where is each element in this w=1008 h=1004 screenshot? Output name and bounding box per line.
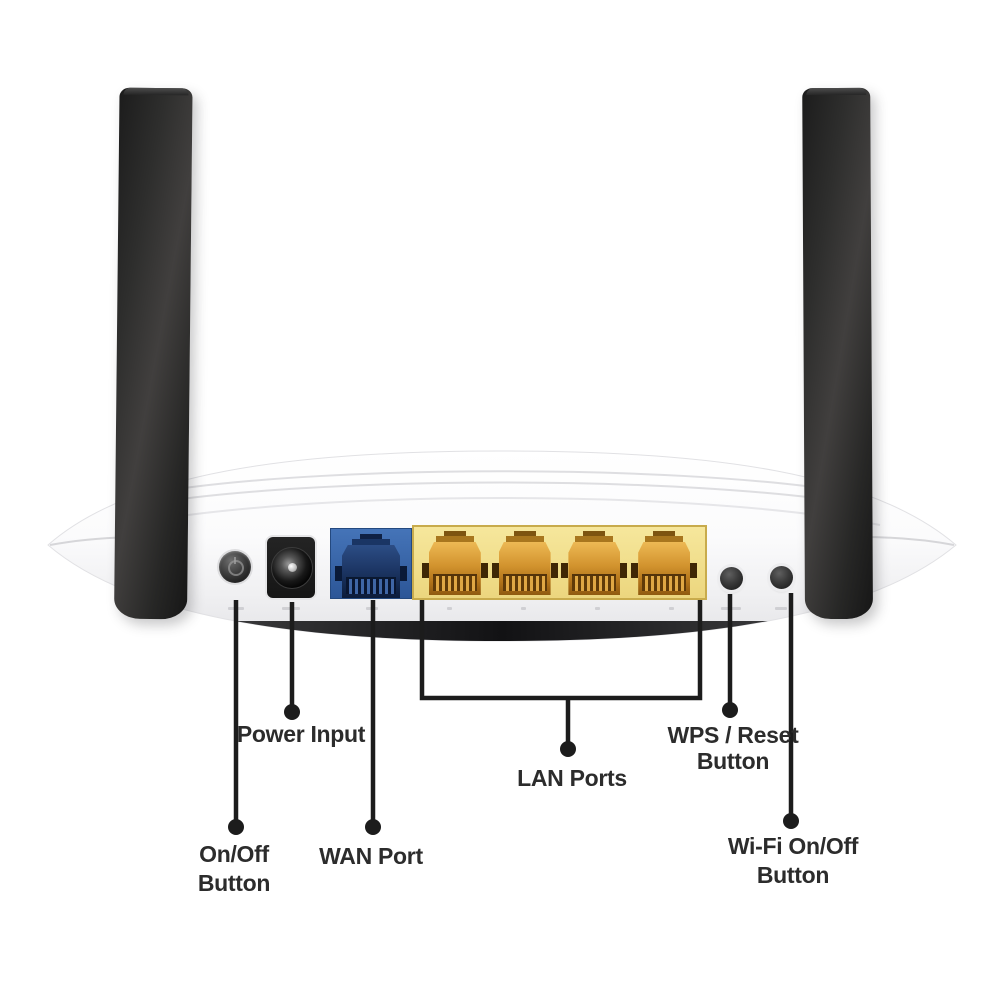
lan-panel: [412, 525, 707, 600]
callout-dot-wan: [365, 819, 381, 835]
body-contour-lines: [124, 470, 881, 526]
silkscreen-mark: [595, 607, 600, 610]
wan-port: [330, 528, 412, 599]
lan-port-2: [491, 531, 558, 595]
label-lan-ports-text: LAN Ports: [517, 765, 627, 791]
callout-dot-lan: [560, 741, 576, 757]
silkscreen-mark: [521, 607, 526, 610]
label-on-off-button: On/Off Button: [197, 840, 271, 898]
lan-port-1: [421, 531, 488, 595]
silkscreen-mark: [228, 607, 244, 610]
label-wan-port-text: WAN Port: [319, 843, 423, 869]
callout-dot-wifi: [783, 813, 799, 829]
silkscreen-mark: [366, 607, 378, 610]
wifi-on-off-button: [770, 566, 793, 589]
silkscreen-mark: [282, 607, 300, 610]
power-barrel-connector: [271, 547, 313, 589]
silkscreen-mark: [721, 607, 741, 610]
label-lan-ports: LAN Ports: [517, 764, 627, 793]
label-on-off-line2: Button: [197, 870, 271, 896]
callout-dot-power: [284, 704, 300, 720]
label-wifi-line2: Button: [756, 862, 830, 888]
callout-dot-wps: [722, 702, 738, 718]
label-power-input-text: Power Input: [236, 721, 366, 747]
callout-dot-onoff: [228, 819, 244, 835]
label-wps-line1: WPS / Reset: [667, 722, 799, 748]
silkscreen-mark: [447, 607, 452, 610]
lan-port-3: [561, 531, 628, 595]
power-icon: [228, 557, 244, 576]
label-wps-reset-button: WPS / Reset Button: [668, 722, 799, 774]
label-power-input: Power Input: [236, 720, 366, 749]
label-wifi-line1: Wi-Fi On/Off: [727, 833, 859, 859]
wan-rj45-socket: [335, 534, 407, 598]
right-antenna: [802, 87, 873, 620]
label-wan-port: WAN Port: [319, 842, 423, 871]
label-wifi-on-off-button: Wi-Fi On/Off Button: [727, 832, 859, 890]
label-wps-line2: Button: [696, 748, 770, 774]
label-on-off-line1: On/Off: [199, 841, 269, 867]
power-input-jack: [267, 537, 315, 598]
on-off-button: [219, 551, 251, 583]
silkscreen-mark: [669, 607, 674, 610]
body-base-shadow: [48, 621, 956, 641]
wps-reset-button: [720, 567, 743, 590]
left-antenna: [114, 87, 193, 620]
lan-port-4: [631, 531, 698, 595]
silkscreen-mark: [775, 607, 787, 610]
